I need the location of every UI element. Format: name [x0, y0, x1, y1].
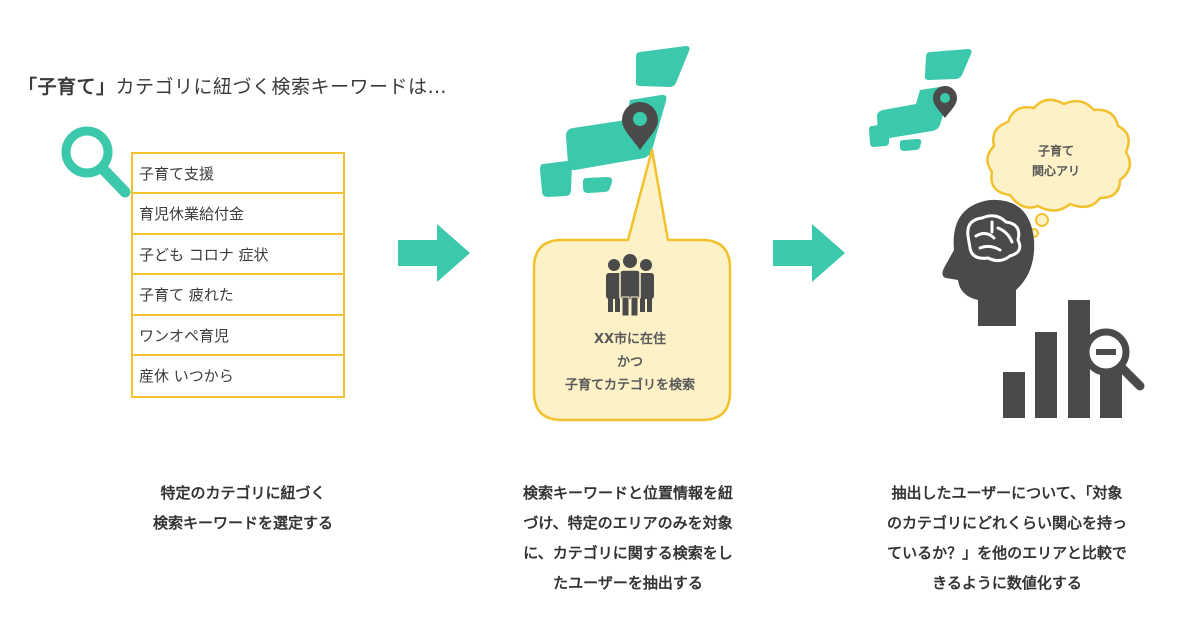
caption-line: たユーザーを抽出する — [553, 574, 703, 592]
headline-emphasis: 「子育て」 — [18, 76, 116, 98]
caption-step-1: 特定のカテゴリに紐づく 検索キーワードを選定する — [118, 478, 368, 538]
caption-line: づけ、特定のエリアのみを対象 — [523, 514, 733, 532]
people-icon — [606, 254, 654, 317]
search-icon — [61, 126, 131, 198]
arrow-right-icon — [398, 224, 470, 282]
brain-head-icon — [942, 199, 1035, 326]
headline-text: カテゴリに紐づく検索キーワードは… — [115, 76, 448, 98]
caption-line: に、カテゴリに関する検索をし — [523, 544, 733, 562]
bubble-line: XX市に在住 — [593, 332, 667, 347]
keyword-row: 子育て 疲れた — [133, 275, 343, 316]
keyword-row: ワンオペ育児 — [133, 316, 343, 356]
location-pin-icon — [622, 102, 658, 150]
arrow-right-icon — [773, 224, 845, 282]
caption-step-3: 抽出したユーザーについて、「対象 のカテゴリにどれくらい関心を持っ ているか？」… — [862, 478, 1152, 598]
keyword-row: 子ども コロナ 症状 — [133, 235, 343, 276]
caption-line: 特定のカテゴリに紐づく — [160, 484, 326, 502]
caption-line: ているか？」を他のエリアと比較で — [887, 544, 1127, 562]
bubble-line: 子育てカテゴリを検索 — [564, 378, 695, 393]
magnifier-icon — [1082, 328, 1145, 391]
keyword-row: 産休 いつから — [139, 366, 234, 385]
cloud-text: 子育て 関心アリ — [1013, 141, 1099, 181]
caption-line: 抽出したユーザーについて、「対象 — [891, 484, 1123, 502]
cloud-line: 子育て — [1037, 144, 1074, 158]
caption-line: 検索キーワードと位置情報を紐 — [522, 484, 733, 502]
keyword-row: 育児休業給付金 — [133, 194, 343, 235]
cloud-line: 関心アリ — [1031, 164, 1080, 178]
japan-map-icon — [869, 49, 972, 151]
bubble-text: XX市に在住 かつ 子育てカテゴリを検索 — [545, 328, 715, 397]
caption-line: きるように数値化する — [932, 574, 1082, 592]
headline: 「子育て」カテゴリに紐づく検索キーワードは… — [18, 72, 447, 99]
caption-step-2: 検索キーワードと位置情報を紐 づけ、特定のエリアのみを対象 に、カテゴリに関する… — [492, 478, 764, 598]
location-pin-icon — [933, 86, 957, 118]
bubble-line: かつ — [616, 355, 643, 370]
thought-cloud-icon — [986, 98, 1132, 238]
caption-line: のカテゴリにどれくらい関心を持っ — [886, 514, 1127, 532]
keyword-table: 子育て支援 育児休業給付金 子ども コロナ 症状 子育て 疲れた ワンオペ育児 … — [131, 152, 345, 399]
caption-line: 検索キーワードを選定する — [152, 514, 333, 532]
keyword-row: 子育て支援 — [133, 154, 343, 195]
japan-map-icon — [540, 46, 690, 197]
